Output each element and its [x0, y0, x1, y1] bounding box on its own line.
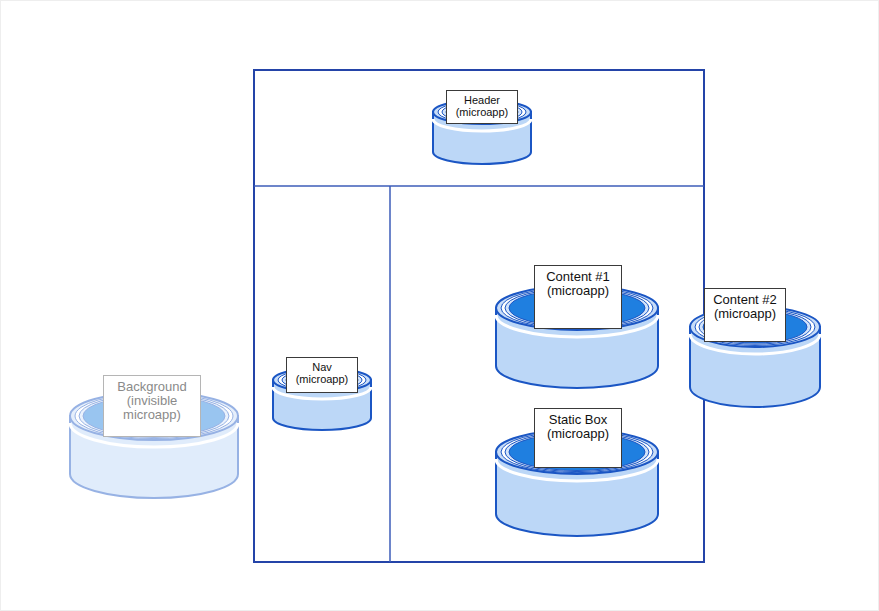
node-label: Header (microapp) [450, 95, 514, 119]
node-label: Nav (microapp) [290, 362, 354, 386]
label-card: Content #2 (microapp) [704, 288, 786, 342]
node-label: Static Box (microapp) [538, 413, 618, 441]
label-card: Header (microapp) [446, 90, 518, 124]
node-label: Background (invisible microapp) [107, 380, 197, 422]
microapp-node: Header (microapp) [428, 88, 536, 168]
node-label: Content #2 (microapp) [708, 293, 782, 321]
microapp-node: Background (invisible microapp) [68, 372, 243, 504]
microapp-node: Nav (microapp) [270, 354, 374, 436]
label-card: Background (invisible microapp) [103, 375, 201, 437]
layout-frame [254, 70, 704, 562]
label-card: Static Box (microapp) [534, 408, 622, 468]
label-card: Nav (microapp) [286, 357, 358, 393]
nav-divider [389, 186, 391, 562]
microapp-node: Static Box (microapp) [494, 405, 664, 539]
microapp-node: Content #1 (microapp) [494, 262, 664, 394]
label-card: Content #1 (microapp) [534, 265, 622, 329]
node-label: Content #1 (microapp) [538, 270, 618, 298]
microapp-node: Content #2 (microapp) [687, 285, 825, 415]
header-divider [254, 185, 704, 187]
